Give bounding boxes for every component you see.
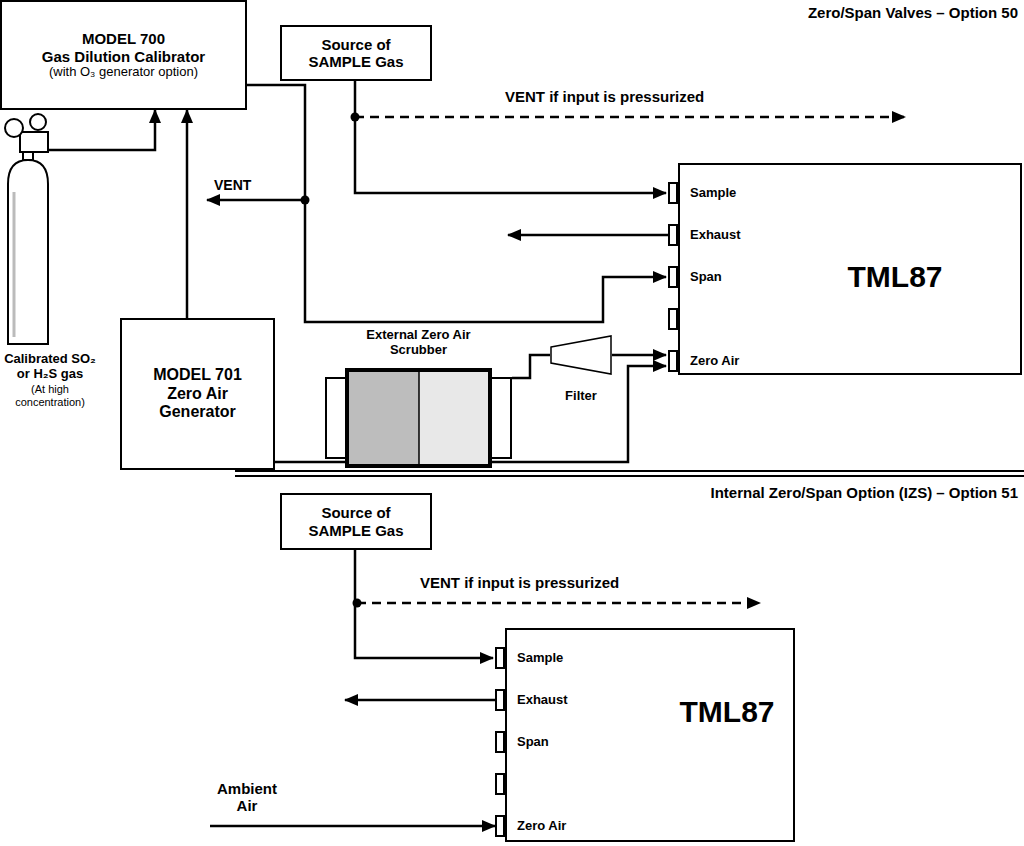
gas-cylinder-drawing [0, 112, 100, 348]
port-fitting [668, 266, 678, 288]
analyzer-name: TML87 [847, 260, 942, 295]
gas-line [100, 110, 155, 150]
end-cap [326, 378, 346, 458]
port-label: Sample [690, 186, 736, 201]
cylinder-valve [23, 152, 33, 160]
port-fitting [668, 182, 678, 204]
zero-air-scrubber: External Zero Air Scrubber [325, 328, 512, 470]
port-label: Sample [517, 651, 563, 666]
annotation-label: Internal Zero/Span Option (IZS) – Option… [710, 484, 1018, 501]
port-fitting [668, 308, 678, 330]
separator-line [235, 470, 1024, 472]
box-text: MODEL 700 [82, 30, 165, 47]
vent-dashed-arrow [355, 116, 905, 119]
media-chamber [419, 370, 490, 466]
vent-arrow [207, 199, 305, 202]
separator-line [235, 475, 1024, 477]
analyzer-box: TML87 SampleExhaustSpanZero Air [505, 628, 795, 842]
port-label: Span [517, 735, 549, 750]
port-fitting [495, 731, 505, 753]
cylinder-body [8, 160, 48, 344]
port-fitting [495, 689, 505, 711]
gas-cylinder: Calibrated SO₂ or H₂S gas(At high concen… [0, 112, 100, 470]
port-fitting [495, 773, 505, 795]
pressure-gauge [5, 119, 23, 137]
ambient-air-arrow [210, 825, 495, 828]
device-box: Source of SAMPLE Gas [280, 25, 432, 81]
end-cap [491, 378, 511, 458]
port-fitting [668, 224, 678, 246]
port-fitting [495, 815, 505, 837]
outlet-pipe [46, 149, 100, 152]
port-label: Zero Air [517, 819, 566, 834]
media-chamber [347, 370, 419, 466]
inline-filter: Filter [550, 335, 612, 415]
analyzer-box: TML87 SampleExhaustSpanZero Air [678, 163, 1022, 375]
exhaust-arrow [508, 234, 668, 237]
port-fitting [495, 647, 505, 669]
chamber-divider [418, 370, 420, 466]
vent-dashed-arrow [357, 602, 760, 605]
cylinder-shine [13, 192, 16, 337]
box-text: Gas Dilution Calibrator [42, 48, 205, 65]
analyzer-name: TML87 [679, 695, 774, 730]
gas-line [612, 354, 666, 357]
box-text: Source of SAMPLE Gas [301, 504, 411, 539]
device-box: Source of SAMPLE Gas [280, 493, 432, 550]
annotation-label: VENT if input is pressurized [505, 88, 704, 105]
gas-line [186, 110, 189, 318]
box-text: MODEL 701 Zero Air Generator [138, 366, 258, 421]
cylinder-label: (At high concentration) [0, 383, 100, 408]
port-label: Zero Air [690, 354, 739, 369]
device-box: MODEL 700Gas Dilution Calibrator(with O₃… [0, 0, 247, 110]
box-text: Source of SAMPLE Gas [301, 36, 411, 71]
scrubber-label: External Zero Air Scrubber [354, 328, 484, 358]
filter-drawing [550, 335, 612, 375]
filter-label: Filter [550, 389, 612, 404]
scrubber-drawing [325, 368, 512, 468]
annotation-label: VENT [214, 177, 251, 193]
box-text: (with O₃ generator option) [49, 65, 198, 80]
annotation-label: Zero/Span Valves – Option 50 [808, 4, 1018, 21]
annotation-label: VENT if input is pressurized [420, 574, 619, 591]
gas-line [355, 550, 493, 658]
port-label: Exhaust [517, 693, 568, 708]
port-label: Exhaust [690, 228, 741, 243]
gas-line [247, 85, 666, 322]
exhaust-arrow [345, 699, 495, 702]
device-box: MODEL 701 Zero Air Generator [120, 318, 275, 470]
port-fitting [668, 350, 678, 372]
pressure-gauge [30, 114, 46, 130]
regulator-body [20, 132, 48, 152]
annotation-label: Ambient Air [212, 780, 282, 815]
port-label: Span [690, 270, 722, 285]
gas-line [512, 355, 550, 378]
scrubber-body [347, 370, 490, 466]
cylinder-label: Calibrated SO₂ or H₂S gas [0, 352, 100, 382]
filter-body [551, 336, 611, 374]
